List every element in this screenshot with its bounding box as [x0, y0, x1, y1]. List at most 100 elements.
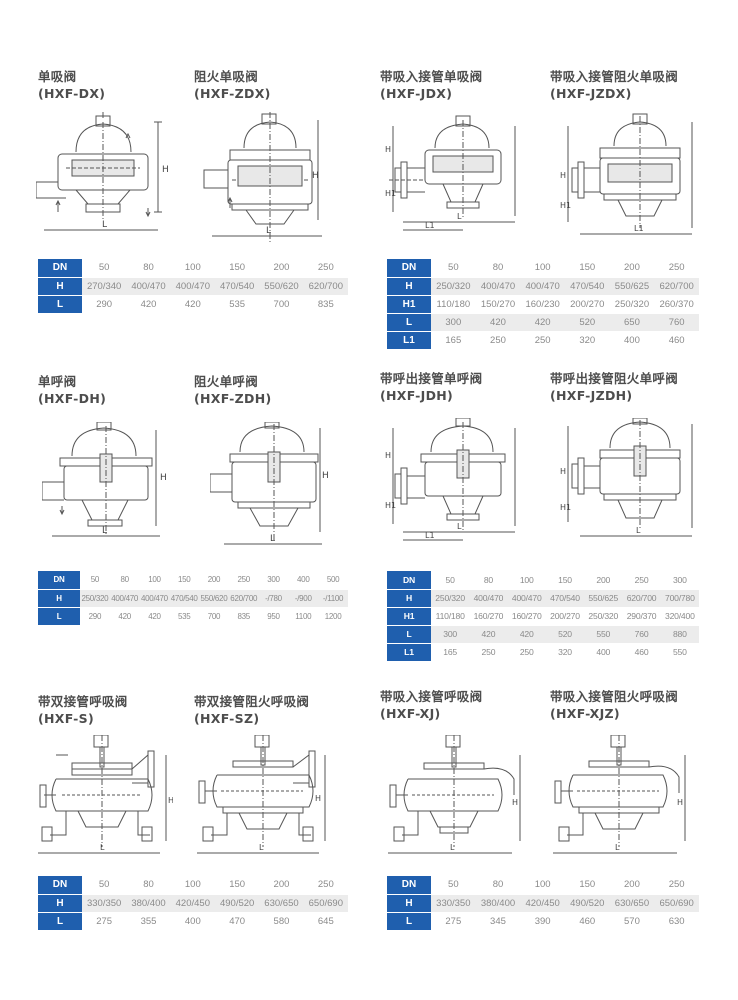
table-cell: 275 [431, 912, 476, 931]
row-header-cell: L [38, 607, 80, 626]
diagram-hxf-dh: H L [42, 422, 172, 547]
row-header-cell: DN [38, 571, 80, 590]
title-model: (HXF-JDH) [380, 388, 454, 403]
diagram-hxf-dx: H L [36, 112, 171, 252]
table-cell: 250/320 [584, 607, 623, 626]
table-cell: 550 [660, 643, 699, 662]
table-cell: 80 [469, 571, 508, 590]
dim-label-h: H [385, 145, 391, 154]
table-cell: 100 [139, 571, 170, 590]
row-header-cell: L [387, 313, 431, 332]
table-cell: 620/700 [303, 277, 348, 296]
title-model: (HXF-S) [38, 711, 94, 726]
table-cell: 460 [654, 331, 699, 350]
table-cell: 200 [609, 876, 655, 895]
dim-label-l1: L1 [425, 221, 435, 230]
table-cell: 645 [303, 912, 348, 931]
table-cell: 300 [660, 571, 699, 590]
table-cell: 300 [431, 625, 470, 644]
title-cn: 带吸入接管阻火呼吸阀 [550, 689, 679, 704]
title-hxf-jdx: 带吸入接管单吸阀(HXF-JDX) [380, 68, 482, 102]
diagram-hxf-xj: H L [388, 735, 528, 860]
table-cell: 200/270 [545, 607, 585, 626]
table-cell: 150 [214, 259, 260, 278]
title-model: (HXF-XJ) [380, 706, 441, 721]
dim-label-l: L [270, 534, 275, 544]
table-cell: 200 [199, 571, 229, 590]
table-cell: 330/350 [82, 894, 127, 913]
table-cell: 200/270 [564, 295, 610, 314]
table-cell: 160/270 [507, 607, 546, 626]
table-cell: 250/320 [431, 277, 476, 296]
table-cell: 420 [507, 625, 546, 644]
table-cell: 200 [584, 571, 623, 590]
table-cell: 320/400 [660, 607, 699, 626]
table-cell: 470 [214, 912, 260, 931]
table-cell: 80 [126, 876, 171, 895]
diagram-hxf-zdx: H L [198, 112, 330, 252]
table-cell: 470/540 [564, 277, 610, 296]
table-cell: 50 [80, 571, 110, 590]
table-cell: 490/520 [214, 894, 260, 913]
table-cell: 420 [170, 295, 215, 314]
table-cell: 300 [431, 313, 476, 332]
table-cell: 550/625 [584, 589, 623, 608]
table-cell: 400/470 [475, 277, 521, 296]
row-header-cell: DN [387, 876, 431, 895]
table-cell: 420 [520, 313, 565, 332]
dim-label-h: H [168, 796, 173, 805]
dim-label-l: L [450, 843, 455, 852]
table-cell: 150/270 [475, 295, 521, 314]
table-cell: 320 [545, 643, 585, 662]
table-cell: 330/350 [431, 894, 476, 913]
table-cell: 580 [259, 912, 304, 931]
row-header-cell: H [387, 589, 431, 608]
title-hxf-xj: 带吸入接管呼吸阀(HXF-XJ) [380, 688, 482, 722]
title-hxf-zdh: 阻火单呼阀(HXF-ZDH) [194, 373, 271, 407]
title-cn: 带双接管呼吸阀 [38, 694, 128, 709]
table-cell: 835 [228, 607, 259, 626]
title-cn: 带双接管阻火呼吸阀 [194, 694, 310, 709]
dim-label-h: H [385, 451, 391, 460]
table-cell: 200 [609, 259, 655, 278]
table-cell: 520 [545, 625, 585, 644]
dim-label-l: L [266, 226, 271, 236]
dim-label-l: L [259, 843, 264, 852]
title-model: (HXF-DX) [38, 86, 106, 101]
table-cell: 550/620 [199, 589, 229, 608]
dim-label-h: H [162, 165, 169, 175]
title-model: (HXF-JZDH) [550, 388, 633, 403]
table-cell: 1100 [288, 607, 319, 626]
table-cell: 260/370 [654, 295, 699, 314]
table-cell: 250 [228, 571, 259, 590]
table-cell: 150 [564, 876, 610, 895]
table-cell: 160/230 [520, 295, 565, 314]
table-cell: 200 [259, 876, 304, 895]
table-cell: 400/470 [109, 589, 140, 608]
table-cell: 400 [584, 643, 623, 662]
title-hxf-jdh: 带呼出接管单呼阀(HXF-JDH) [380, 370, 482, 404]
table-cell: 650/690 [654, 894, 699, 913]
table-cell: 630/650 [259, 894, 304, 913]
row-header-cell: L1 [387, 331, 431, 350]
dim-label-l1: L1 [634, 224, 644, 233]
table-cell: 250 [654, 259, 699, 278]
table-cell: 250 [469, 643, 508, 662]
table-cell: 250 [507, 643, 546, 662]
table-cell: 420 [469, 625, 508, 644]
table-cell: 400 [170, 912, 215, 931]
dim-label-h: H [322, 471, 329, 481]
table-cell: 700 [259, 295, 304, 314]
table-cell: 490/520 [564, 894, 610, 913]
table-cell: 630/650 [609, 894, 655, 913]
table-cell: 165 [431, 643, 470, 662]
